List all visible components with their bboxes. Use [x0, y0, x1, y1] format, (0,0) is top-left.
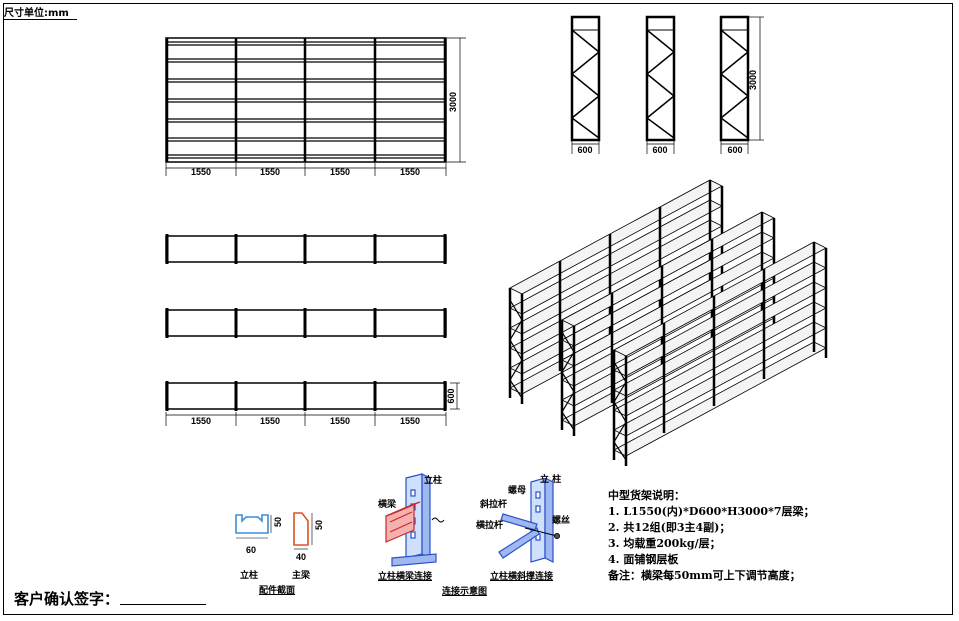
iso-rack-front	[612, 241, 828, 466]
plan-row-3	[165, 381, 447, 411]
plan-row-2	[165, 308, 447, 338]
signature-line[interactable]	[120, 604, 206, 605]
drawing-frame	[3, 3, 953, 615]
front-width-label-4: 1550	[400, 167, 420, 177]
dim-40: 40	[296, 552, 306, 562]
connection-upright-label-a: 立柱	[424, 476, 443, 486]
plan-depth-label: 600	[446, 388, 456, 403]
front-width-label-3: 1550	[330, 167, 350, 177]
side-frame-1	[570, 15, 601, 142]
front-view: 1550 1550 1550 1550 3000	[165, 37, 466, 177]
section-profiles: 60 50 40 50	[235, 512, 324, 562]
front-width-label-1: 1550	[191, 167, 211, 177]
connection-upright-beam	[385, 473, 445, 567]
side-frame-2	[645, 15, 676, 142]
beam-section: 40 50	[293, 512, 324, 562]
plan-width-label-1: 1550	[191, 416, 211, 426]
upright-section-label: 立柱	[240, 571, 259, 581]
connection-caption-b: 立柱横斜撑连接	[490, 572, 554, 582]
diag-brace-label: 斜拉杆	[480, 500, 508, 510]
notes-item-4: 4. 面铺钢层板	[608, 553, 679, 566]
front-width-label-2: 1550	[260, 167, 280, 177]
plan-width-label-2: 1550	[260, 416, 280, 426]
plan-views: 1550 1550 1550 1550 600	[165, 234, 460, 426]
spec-notes: 中型货架说明： 1. L1550(内)*D600*H3000*7层梁； 2. 共…	[608, 488, 815, 584]
connection-caption-a: 立柱横梁连接	[378, 572, 433, 582]
notes-item-2: 2. 共12组(即3主4副)；	[608, 521, 731, 534]
bolt-label: 螺丝	[552, 516, 571, 526]
plan-width-label-3: 1550	[330, 416, 350, 426]
side-depth-label-3: 600	[727, 145, 742, 155]
horiz-brace-label: 横拉杆	[476, 521, 504, 531]
plan-width-label-4: 1550	[400, 416, 420, 426]
signature-label: 客户确认签字：	[14, 590, 120, 608]
dim-50a: 50	[273, 517, 283, 527]
plan-row-1	[165, 234, 447, 264]
nut-label: 螺母	[508, 486, 527, 496]
connection-upright-label-b: 立 柱	[540, 475, 562, 485]
side-frame-3	[719, 15, 750, 142]
dim-50b: 50	[314, 520, 324, 530]
isometric-view	[508, 179, 828, 466]
side-depth-label-2: 600	[652, 145, 667, 155]
unit-label: 尺寸单位:mm	[4, 4, 77, 20]
section-caption: 配件截面	[259, 586, 296, 596]
notes-remark: 备注：横梁每50mm可上下调节高度；	[608, 569, 801, 582]
upright-section: 60 50	[235, 514, 283, 555]
front-height-label: 3000	[448, 92, 458, 112]
side-depth-label-1: 600	[577, 145, 592, 155]
side-height-label: 3000	[748, 70, 758, 90]
notes-title: 中型货架说明：	[608, 489, 685, 502]
beam-section-label: 主梁	[292, 571, 311, 581]
notes-item-1: 1. L1550(内)*D600*H3000*7层梁；	[608, 505, 815, 518]
notes-item-3: 3. 均载重200kg/层；	[608, 537, 721, 550]
side-views: 600 600 600 3000	[570, 15, 764, 155]
dim-60: 60	[246, 545, 256, 555]
connection-caption: 连接示意图	[442, 587, 488, 597]
connection-beam-label: 横梁	[378, 500, 397, 510]
connection-upright-brace	[498, 478, 560, 563]
